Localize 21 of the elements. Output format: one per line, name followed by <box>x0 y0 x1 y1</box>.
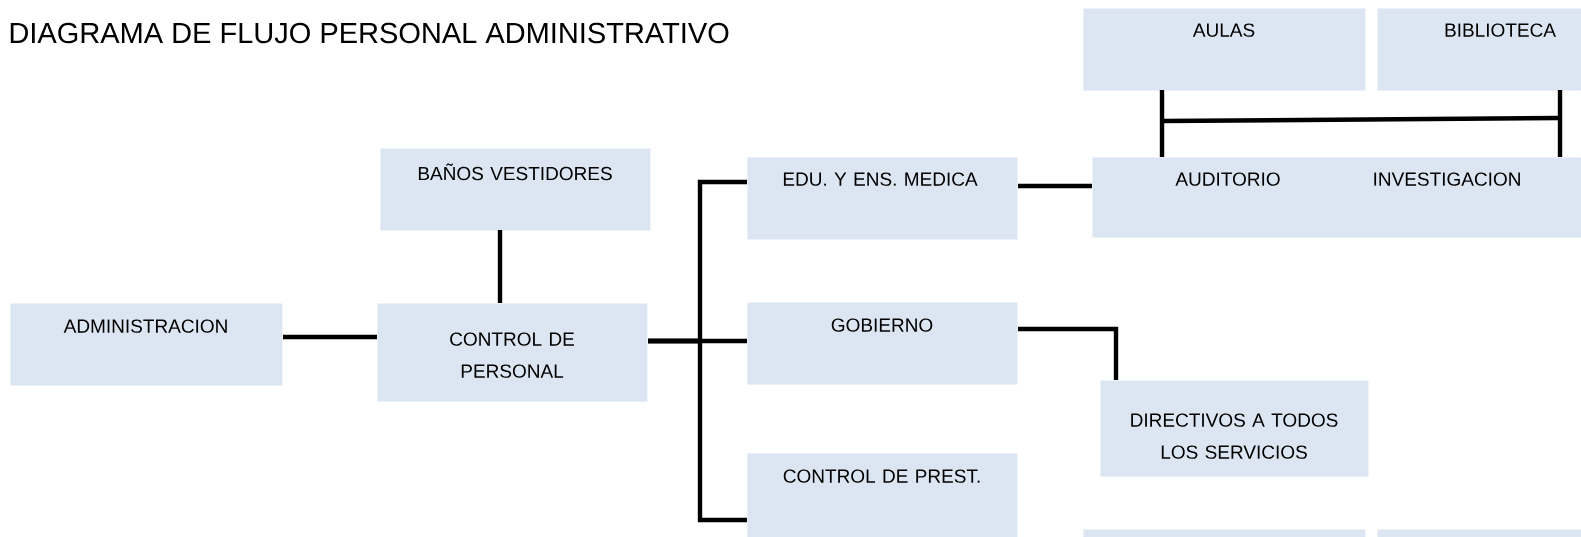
process-box <box>1377 529 1581 537</box>
process-box: CONTROL DE PERSONAL <box>377 303 648 402</box>
process-box: GOBIERNO <box>747 302 1018 385</box>
connector-line <box>1018 183 1092 189</box>
process-box: EDU. Y ENS. MEDICA <box>747 157 1018 240</box>
process-box: BIBLIOTECA <box>1377 8 1581 91</box>
process-box: ADMINISTRACION <box>10 303 283 386</box>
process-box: AUDITORIO INVESTIGACION <box>1092 157 1581 238</box>
process-box <box>1083 529 1366 537</box>
connector-line <box>1557 90 1563 157</box>
connector-line <box>283 334 377 340</box>
connector-line <box>497 230 503 303</box>
connector-line <box>648 338 747 523</box>
connector-line <box>1162 115 1561 124</box>
process-box: BAÑOS VESTIDORES <box>380 148 651 231</box>
process-box: DIRECTIVOS A TODOS LOS SERVICIOS <box>1100 380 1369 477</box>
connector-line <box>1159 90 1165 157</box>
title: DIAGRAMA DE FLUJO PERSONAL ADMINISTRATIVO <box>10 22 729 44</box>
process-box: AULAS <box>1083 8 1366 91</box>
process-box: CONTROL DE PREST. <box>747 453 1018 537</box>
connector-line <box>1018 326 1119 380</box>
